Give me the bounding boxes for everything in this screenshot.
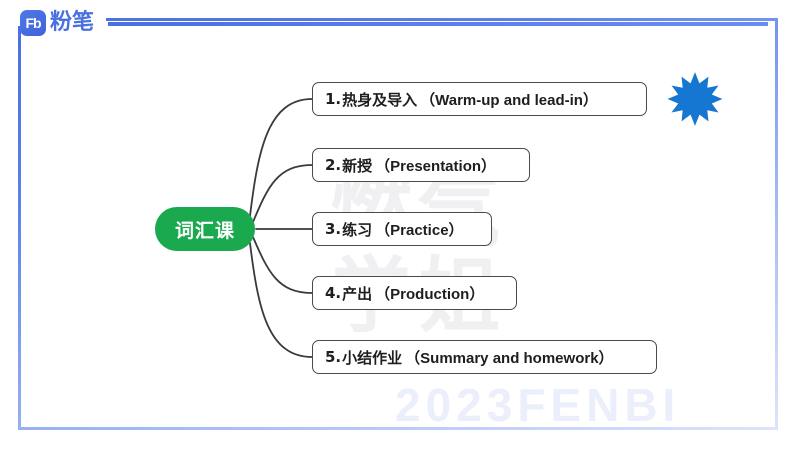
node-4-number: 4.: [325, 284, 342, 302]
mindmap-center-node[interactable]: 词汇课: [155, 207, 255, 251]
node-5-label-cn: 小结作业: [342, 348, 403, 367]
node-1-label-cn: 热身及导入: [342, 90, 418, 109]
mindmap-node-3[interactable]: 3. 练习 （Practice）: [312, 212, 492, 246]
fenbi-logo-text: 粉笔: [50, 10, 95, 35]
mindmap-node-4[interactable]: 4. 产出 （Production）: [312, 276, 517, 310]
node-1-label-en: （Warm-up and lead-in）: [420, 91, 598, 109]
starburst-icon: [667, 72, 723, 126]
node-3-label-cn: 练习: [342, 220, 373, 239]
node-1-number: 1.: [325, 90, 342, 108]
node-2-label-en: （Presentation）: [375, 157, 497, 175]
node-3-number: 3.: [325, 220, 342, 238]
node-2-number: 2.: [325, 156, 342, 174]
node-4-label-cn: 产出: [342, 284, 373, 303]
node-3-label-en: （Practice）: [375, 221, 464, 239]
mindmap-node-2[interactable]: 2. 新授 （Presentation）: [312, 148, 530, 182]
fenbi-logo-icon: Fb: [20, 10, 46, 36]
frame-header-rule: [108, 22, 768, 26]
node-2-label-cn: 新授: [342, 156, 373, 175]
mindmap-node-1[interactable]: 1. 热身及导入 （Warm-up and lead-in）: [312, 82, 647, 116]
connector-1: [249, 98, 313, 217]
fenbi-logo: Fb 粉笔: [20, 8, 94, 38]
node-5-number: 5.: [325, 348, 342, 366]
node-4-label-en: （Production）: [375, 285, 485, 303]
mindmap-node-5[interactable]: 5. 小结作业 （Summary and homework）: [312, 340, 657, 374]
node-5-label-en: （Summary and homework）: [405, 349, 614, 367]
